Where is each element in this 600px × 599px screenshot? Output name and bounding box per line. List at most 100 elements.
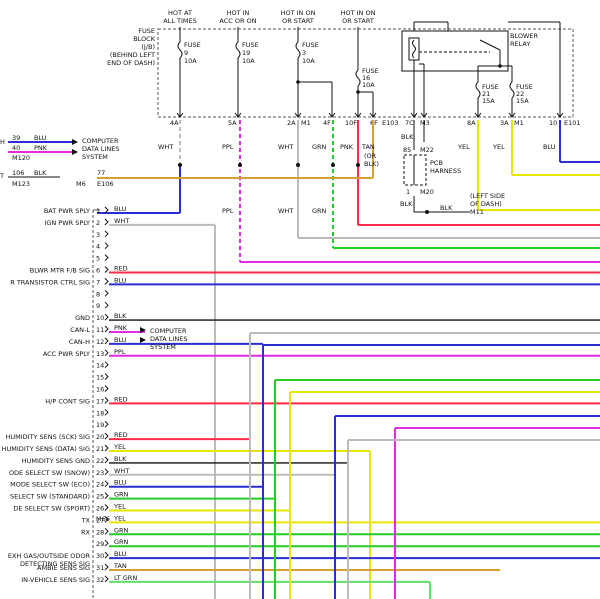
fuse-16: FUSE 16 10A <box>355 67 379 89</box>
module-wire-color-25: GRN <box>114 491 129 499</box>
svg-text:10A: 10A <box>184 57 197 65</box>
svg-text:10A: 10A <box>302 57 315 65</box>
module-pin-26: 26 <box>96 505 104 513</box>
module-pin-tick-6 <box>104 266 109 273</box>
svg-text:3: 3 <box>302 49 306 57</box>
module-wire-color-22: BLK <box>114 455 127 463</box>
module-pin-tick-13 <box>104 349 109 357</box>
module-pin-tick-11 <box>104 325 109 333</box>
module-signal-31: AMBIE SENS SIG <box>37 564 90 572</box>
svg-text:FUSE: FUSE <box>242 41 259 49</box>
svg-text:BLK: BLK <box>34 169 47 177</box>
svg-text:10A: 10A <box>242 57 255 65</box>
module-signal-27: TX <box>81 516 91 524</box>
svg-text:BLU: BLU <box>34 134 47 142</box>
module-pin-17: 17 <box>96 397 104 405</box>
module-signal-26: DE SELECT SW (SPORT) <box>13 505 90 513</box>
module-wire-color-30: BLU <box>114 550 127 558</box>
module-pin-20: 20 <box>96 433 104 441</box>
svg-text:M1: M1 <box>514 119 524 127</box>
svg-text:T: T <box>0 172 4 180</box>
module-wire-color-27: YEL <box>113 514 126 522</box>
can-data-lines: COMPUTER DATA LINES SYSTEM <box>140 327 187 351</box>
svg-text:6F: 6F <box>370 119 378 127</box>
module-pin-tick-25 <box>104 492 109 499</box>
svg-text:E101: E101 <box>564 119 581 127</box>
module-pin-tick-22 <box>104 456 109 464</box>
fuse-block-label-4: (BEHIND LEFT <box>110 51 155 59</box>
module-pin-18: 18 <box>96 409 104 417</box>
module-pin-27: 27 <box>96 516 104 524</box>
module-signal-22: HUMIDITY SENS GND <box>22 457 90 465</box>
module-signal-10: GND <box>75 314 90 322</box>
svg-text:2A: 2A <box>287 119 296 127</box>
module-pin-tick-28 <box>104 527 109 535</box>
module-wire-color-21: YEL <box>113 443 126 451</box>
module-signal-23: ODE SELECT SW (SNOW) <box>9 469 90 477</box>
svg-text:GRN: GRN <box>312 207 327 215</box>
module-signal-24: MODE SELECT SW (ECO) <box>10 481 90 489</box>
fuse-9: FUSE 9 10A <box>177 41 201 65</box>
module-pin-tick-19 <box>104 420 109 428</box>
module-pin-4: 4 <box>96 243 100 251</box>
module-signal-30b: DETECTING SENS SIG <box>20 560 90 568</box>
module-pin-30: 30 <box>96 552 104 560</box>
module-signal-25: SELECT SW (STANDARD) <box>10 493 90 501</box>
svg-text:3A: 3A <box>500 119 509 127</box>
svg-text:FUSE: FUSE <box>482 83 499 91</box>
svg-text:10A: 10A <box>362 81 375 89</box>
svg-text:E103: E103 <box>382 119 399 127</box>
fuse-block-label-3: (J/B) <box>141 43 155 51</box>
module-wire-color-17: RED <box>114 395 128 403</box>
hot-in-acc-2: ACC OR ON <box>219 17 256 25</box>
fuse-21: FUSE 21 15A <box>475 81 499 105</box>
module-pin-tick-20 <box>104 432 109 440</box>
svg-text:WHT: WHT <box>158 143 173 151</box>
module-pin-tick-26 <box>104 504 109 511</box>
module-wire-color-24: BLU <box>114 479 127 487</box>
hot-at-all-times-1: HOT AT <box>168 9 192 17</box>
svg-text:M123: M123 <box>12 180 30 188</box>
svg-text:(OR: (OR <box>364 152 377 160</box>
svg-text:15A: 15A <box>482 97 495 105</box>
fuse-19: FUSE 19 10A <box>235 41 259 65</box>
module-pin-25: 25 <box>96 493 104 501</box>
svg-text:DATA LINES: DATA LINES <box>150 335 187 343</box>
svg-text:WHT: WHT <box>278 143 293 151</box>
module-pin-1: 1 <box>96 207 100 215</box>
module-pin-tick-29 <box>104 539 109 547</box>
module-wire-color-28: GRN <box>114 526 129 534</box>
module-signal-12: CAN-H <box>69 338 90 346</box>
svg-text:9: 9 <box>184 49 188 57</box>
module-wire-color-6: RED <box>114 265 128 273</box>
module-signal-1: BAT PWR SPLY <box>44 207 90 215</box>
svg-text:PNK: PNK <box>340 143 354 151</box>
module-wire-color-31: TAN <box>113 562 127 570</box>
svg-text:FUSE: FUSE <box>302 41 319 49</box>
module-pin-tick-32 <box>104 575 109 583</box>
module-wire-color-20: RED <box>114 431 128 439</box>
module-pin-8: 8 <box>96 290 100 298</box>
module-pin-tick-8 <box>104 289 109 297</box>
data-lines-top: 39 BLU 40 PNK M120 106 BLK M123 H T COMP… <box>0 134 119 188</box>
module-pin-tick-14 <box>104 361 109 369</box>
svg-text:TAN: TAN <box>361 143 375 151</box>
fuse-3: FUSE 3 10A <box>295 41 319 65</box>
module-pin-tick-2 <box>104 218 109 226</box>
module-pin-19: 19 <box>96 421 104 429</box>
svg-text:BLU: BLU <box>543 143 556 151</box>
blower-relay-label-2: RELAY <box>510 40 530 48</box>
hot-in-on-start-1: HOT IN ON <box>281 9 316 17</box>
fuse-block-label-2: BLOCK <box>133 35 156 43</box>
module-pin-tick-21 <box>104 444 109 452</box>
svg-text:8A: 8A <box>467 119 476 127</box>
module-signal-11: CAN-L <box>70 326 90 334</box>
hot-in-on-start-b-2: OR START <box>342 17 374 25</box>
svg-text:19: 19 <box>242 49 250 57</box>
svg-text:39: 39 <box>12 134 20 142</box>
hot-at-all-times-2: ALL TIMES <box>163 17 196 25</box>
module-signal-30: EXH GAS/OUTSIDE ODOR <box>8 552 91 560</box>
module-pin-28: 28 <box>96 528 104 536</box>
